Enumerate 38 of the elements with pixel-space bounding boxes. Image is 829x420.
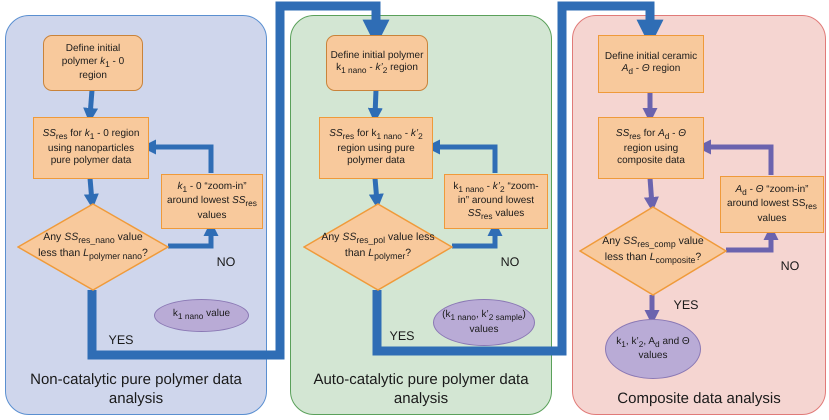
process-box <box>43 35 143 91</box>
ellipse-text: k$_{1 nano}$ value <box>172 308 230 323</box>
edge-label: YES <box>672 298 700 312</box>
decision-text: Any SS$_{res_comp}$ value less than L$_{composite}$? <box>601 235 705 267</box>
box-text: A$_{d}$ - Θ “zoom-in” around lowest SS$_{res}$ values <box>726 184 818 226</box>
arrow <box>372 2 664 356</box>
panel-title: Composite data analysis <box>616 389 782 408</box>
panel-title: Non-catalytic pure polymer data analysis <box>29 370 243 408</box>
box-text: k$_{1 nano}$ - k’$_{2}$ “zoom-in” around lowest SS$_{res}$ values <box>452 180 540 222</box>
process-box <box>598 117 704 179</box>
box-text: SS$_{res}$ for k$_{1 nano}$ - k’$_{2}$ region using pure polymer data <box>328 128 424 168</box>
process-box <box>319 117 433 179</box>
decision-text: Any SS$_{res_nano}$ value less than L$_{polymer nano}$? <box>37 231 149 263</box>
group-panel <box>290 15 552 415</box>
ellipse-text: k$_{1}$, k’$_{2}$, A$_{d}$ and Θ values <box>615 336 691 362</box>
edge-label: YES <box>388 329 416 343</box>
process-box <box>444 174 548 229</box>
box-text: Define initial ceramic A$_{d}$ - Θ region <box>604 50 698 78</box>
group-panel <box>5 15 267 415</box>
process-box <box>326 35 428 91</box>
edge-label: NO <box>216 255 236 269</box>
panel-title: Auto-catalytic pure polymer data analysis <box>312 370 530 408</box>
arrow <box>88 2 390 360</box>
box-text: Define initial polymer k$_{1}$ - 0 region <box>60 43 126 83</box>
process-box <box>161 174 263 229</box>
box-text: Define initial polymer k$_{1 nano}$ - k’$_{2}$ region <box>330 50 424 76</box>
ellipse-text: (k$_{1 nano}$, k’$_{2 sample}$) values <box>442 309 526 336</box>
process-box <box>33 117 149 179</box>
process-box <box>598 35 704 93</box>
process-box <box>720 176 824 233</box>
edge-label: NO <box>780 259 800 273</box>
box-text: k$_{1}$ - 0 “zoom-in” around lowest SS$_{res}$ values <box>166 180 258 222</box>
box-text: SS$_{res}$ for A$_{d}$ - Θ region using composite data <box>614 128 688 168</box>
group-panel <box>572 15 826 415</box>
edge-label: NO <box>500 255 520 269</box>
decision-text: Any SS$_{res_pol}$ value less than L$_{polymer}$? <box>320 231 436 263</box>
edge-label: YES <box>108 333 134 347</box>
box-text: SS$_{res}$ for k$_{1}$ - 0 region using nanoparticles pure polymer data <box>42 128 140 168</box>
